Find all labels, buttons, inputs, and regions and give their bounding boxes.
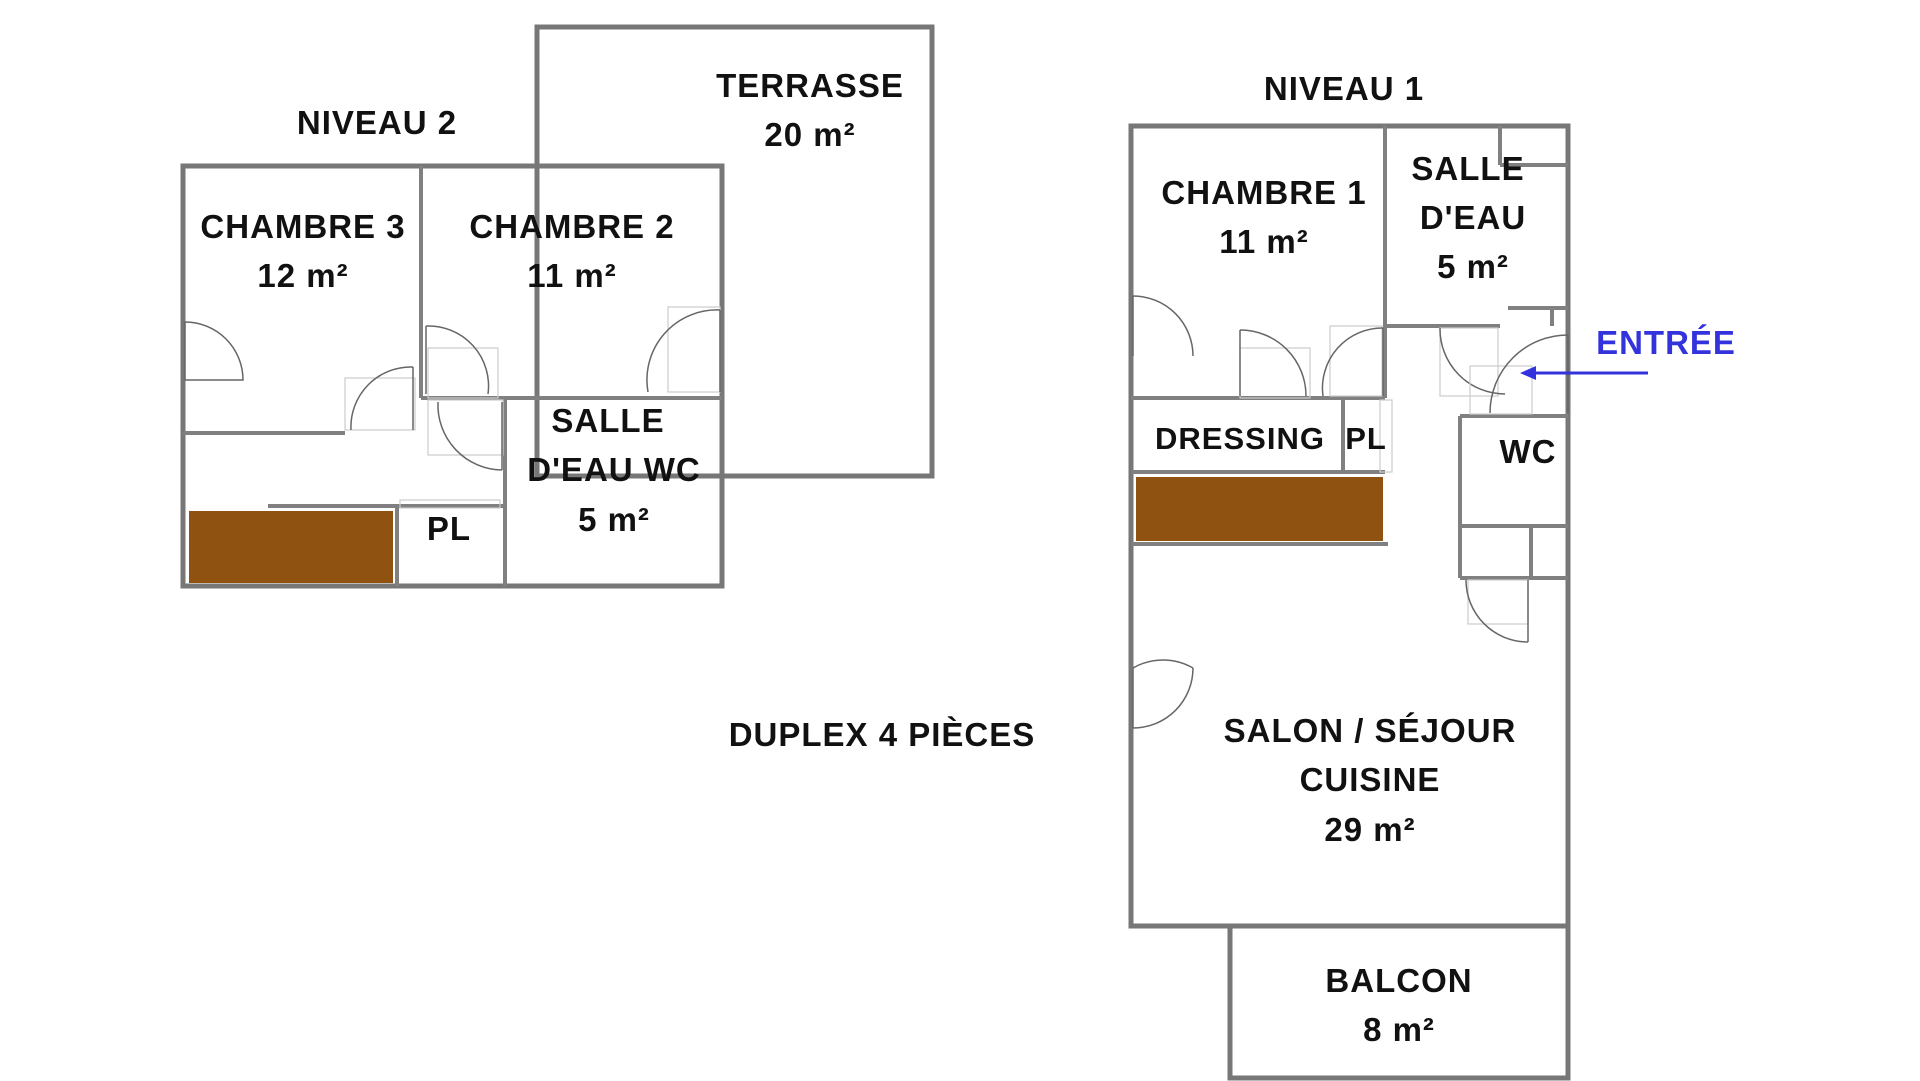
entrance-arrow	[1520, 366, 1648, 380]
terrasse-name: TERRASSE	[716, 67, 904, 104]
placard-label: PL	[427, 510, 471, 547]
door	[1321, 325, 1384, 397]
entrance-label: ENTRÉE	[1596, 324, 1736, 361]
chambre-1-area: 11 m²	[1219, 223, 1308, 260]
level-1-plan: NIVEAU 1 CHAMBRE 1 11 m² SALLE D'EAU 5 m…	[1128, 70, 1736, 1081]
door	[1465, 579, 1529, 643]
door	[1132, 295, 1194, 357]
door	[1239, 329, 1311, 399]
salle-eau-wc-name-line2: D'EAU WC	[527, 451, 701, 488]
salle-eau-name-line1: SALLE	[1411, 150, 1524, 187]
chambre-3-name: CHAMBRE 3	[200, 208, 405, 245]
wc-label: WC	[1500, 433, 1557, 470]
dressing-label: DRESSING	[1155, 421, 1325, 456]
level-2-title: NIVEAU 2	[297, 104, 457, 141]
salon-name-line1: SALON / SÉJOUR	[1224, 712, 1517, 749]
salle-eau-name-line2: D'EAU	[1420, 199, 1526, 236]
door	[427, 399, 504, 471]
salle-eau-area: 5 m²	[1437, 248, 1509, 285]
terrasse-outline	[534, 24, 935, 479]
balcon-outline	[1227, 923, 1571, 1081]
level-1-title: NIVEAU 1	[1264, 70, 1424, 107]
door	[184, 321, 244, 381]
door	[425, 325, 499, 399]
door	[344, 366, 416, 431]
storage-cabinet	[189, 511, 393, 583]
storage-cabinet	[1136, 477, 1383, 541]
level-2-plan: NIVEAU 2 TERRASSE 20 m² CHAMBRE 3 12 m² …	[180, 24, 935, 589]
door	[1132, 659, 1194, 729]
balcon-name: BALCON	[1325, 962, 1472, 999]
plan-title: DUPLEX 4 PIÈCES	[729, 716, 1036, 753]
chambre-2-name: CHAMBRE 2	[469, 208, 674, 245]
placard-label: PL	[1345, 421, 1387, 456]
level-2-outline	[180, 163, 725, 589]
door	[646, 306, 721, 393]
salon-name-line2: CUISINE	[1300, 761, 1441, 798]
salle-eau-wc-name-line1: SALLE	[551, 402, 664, 439]
chambre-1-name: CHAMBRE 1	[1161, 174, 1366, 211]
chambre-3-area: 12 m²	[257, 257, 348, 294]
chambre-2-area: 11 m²	[527, 257, 616, 294]
closet-door	[1379, 399, 1393, 473]
balcon-area: 8 m²	[1363, 1011, 1435, 1048]
closet-door	[399, 499, 501, 509]
salon-area: 29 m²	[1324, 811, 1415, 848]
salle-eau-wc-area: 5 m²	[578, 501, 650, 538]
terrasse-area: 20 m²	[764, 116, 855, 153]
